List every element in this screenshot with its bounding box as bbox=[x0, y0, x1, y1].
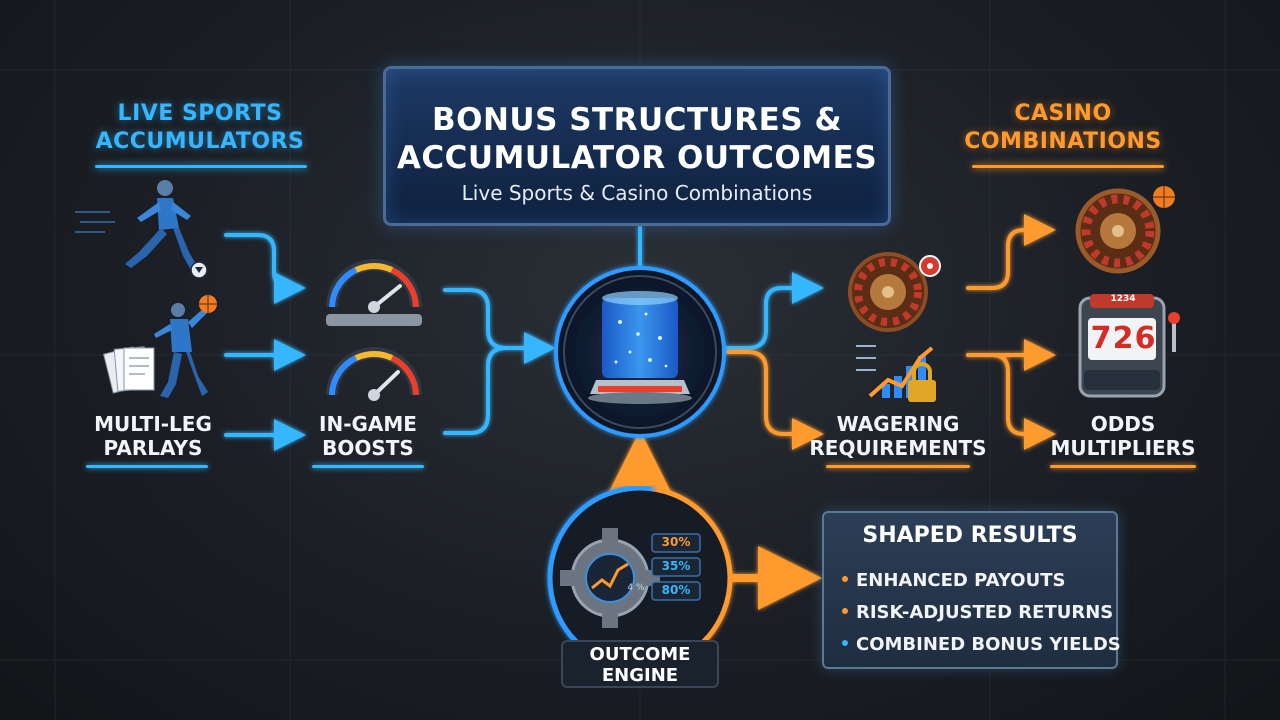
left-heading-underline bbox=[95, 165, 307, 168]
soccer-player-icon bbox=[75, 180, 208, 279]
page-title: BONUS STRUCTURES & ACCUMULATOR OUTCOMES bbox=[396, 102, 878, 176]
results-list: ENHANCED PAYOUTS RISK-ADJUSTED RETURNS C… bbox=[842, 565, 1121, 661]
arrow-gauge1-to-center bbox=[443, 288, 556, 364]
engine-readout-small: 4 % bbox=[627, 583, 645, 593]
result-item: COMBINED BONUS YIELDS bbox=[842, 629, 1121, 661]
engine-readout-1: 30% bbox=[661, 535, 691, 549]
node-odds-multipliers: ODDS MULTIPLIERS bbox=[1050, 412, 1196, 460]
slot-machine-icon bbox=[1078, 294, 1180, 398]
wagering-underline bbox=[826, 465, 970, 468]
engine-label: OUTCOME ENGINE bbox=[561, 640, 719, 688]
bullet-blue-icon bbox=[842, 640, 848, 646]
slot-reel-3: 6 bbox=[1134, 321, 1156, 356]
boosts-underline bbox=[312, 465, 424, 468]
growth-chart-lock-icon bbox=[856, 345, 936, 402]
result-item-label: COMBINED BONUS YIELDS bbox=[856, 634, 1121, 655]
result-item: ENHANCED PAYOUTS bbox=[842, 565, 1121, 597]
result-item-label: ENHANCED PAYOUTS bbox=[856, 570, 1066, 591]
roulette-chart-lock-icon bbox=[848, 252, 941, 332]
page-subtitle: Live Sports & Casino Combinations bbox=[461, 181, 813, 205]
node-multi-leg-parlays: MULTI-LEG PARLAYS bbox=[94, 412, 212, 460]
parlays-underline bbox=[86, 465, 208, 468]
engine-readout-2: 35% bbox=[661, 559, 691, 573]
bullet-orange-icon bbox=[842, 576, 848, 582]
right-heading-underline bbox=[972, 165, 1164, 168]
arrow-wager-to-odds bbox=[966, 353, 1056, 450]
odds-underline bbox=[1050, 465, 1196, 468]
node-in-game-boosts: IN-GAME BOOSTS bbox=[319, 412, 417, 460]
parlay-tickets-icon bbox=[103, 295, 217, 398]
arrow-roulette-to-casino bbox=[966, 214, 1056, 290]
shaped-results-panel: SHAPED RESULTS ENHANCED PAYOUTS RISK-ADJ… bbox=[822, 511, 1121, 669]
slot-reels: 7 2 6 bbox=[1090, 318, 1156, 360]
node-wagering-requirements: WAGERING REQUIREMENTS bbox=[809, 412, 987, 460]
left-heading: LIVE SPORTS ACCUMULATORS bbox=[95, 101, 305, 154]
speedometer-icon bbox=[326, 259, 422, 326]
arrow-sports-to-gauge1 bbox=[224, 233, 306, 304]
slot-top-digits: 1234 bbox=[1110, 294, 1136, 304]
arrow-center-to-wagering bbox=[723, 350, 824, 450]
result-item: RISK-ADJUSTED RETURNS bbox=[842, 597, 1121, 629]
arrow-center-to-roulette bbox=[723, 272, 824, 350]
gear-chart-icon bbox=[547, 486, 733, 656]
title-panel: BONUS STRUCTURES & ACCUMULATOR OUTCOMES … bbox=[383, 66, 891, 226]
speedometer-icon-2 bbox=[326, 347, 422, 401]
roulette-wheel-icon bbox=[1075, 186, 1175, 274]
arrow-boosts-to-center bbox=[443, 346, 508, 435]
bullet-orange-icon bbox=[842, 608, 848, 614]
slot-reel-2: 2 bbox=[1112, 321, 1134, 356]
engine-readout-3: 80% bbox=[661, 583, 691, 597]
glowing-cylinder-icon bbox=[554, 266, 726, 438]
right-heading: CASINO COMBINATIONS bbox=[964, 101, 1162, 154]
results-title: SHAPED RESULTS bbox=[862, 523, 1078, 548]
result-item-label: RISK-ADJUSTED RETURNS bbox=[856, 602, 1114, 623]
slot-reel-1: 7 bbox=[1090, 321, 1112, 356]
